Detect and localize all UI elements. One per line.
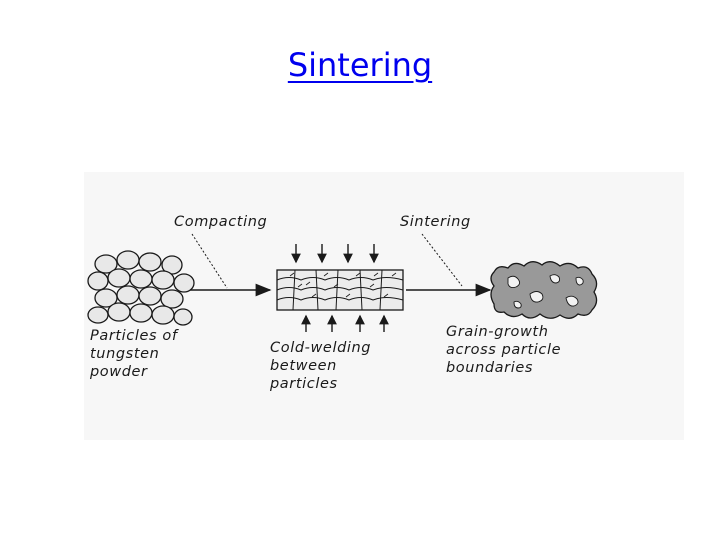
caption-cold-line1: Cold-welding — [270, 340, 371, 356]
caption-grain-line1: Grain-growth — [446, 324, 549, 340]
press-arrows-top — [291, 244, 379, 264]
sintered-mass — [490, 261, 598, 319]
sintering-diagram-drawing: Compacting — [87, 214, 598, 392]
caption-loose-line3: powder — [89, 364, 148, 380]
caption-loose-line2: tungsten — [90, 346, 159, 362]
slide-title[interactable]: Sintering — [287, 46, 433, 84]
compacted-powder — [276, 269, 404, 311]
sintering-diagram: Compacting — [84, 172, 684, 440]
caption-cold-line3: particles — [269, 376, 338, 392]
compacting-label: Compacting — [174, 214, 267, 230]
caption-loose-line1: Particles of — [90, 328, 179, 344]
caption-grain-line2: across particle — [446, 342, 561, 358]
sintering-pointer — [421, 233, 463, 287]
caption-grain-line3: boundaries — [446, 360, 533, 376]
press-arrows-bottom — [301, 314, 389, 332]
caption-cold-welding: Cold-welding between particles — [269, 340, 371, 392]
caption-cold-line2: between — [270, 358, 337, 374]
caption-loose-powder: Particles of tungsten powder — [89, 328, 179, 380]
loose-powder-particles — [87, 250, 195, 326]
sintering-label: Sintering — [400, 214, 471, 230]
compacting-pointer — [191, 233, 228, 289]
caption-grain-growth: Grain-growth across particle boundaries — [446, 324, 561, 376]
